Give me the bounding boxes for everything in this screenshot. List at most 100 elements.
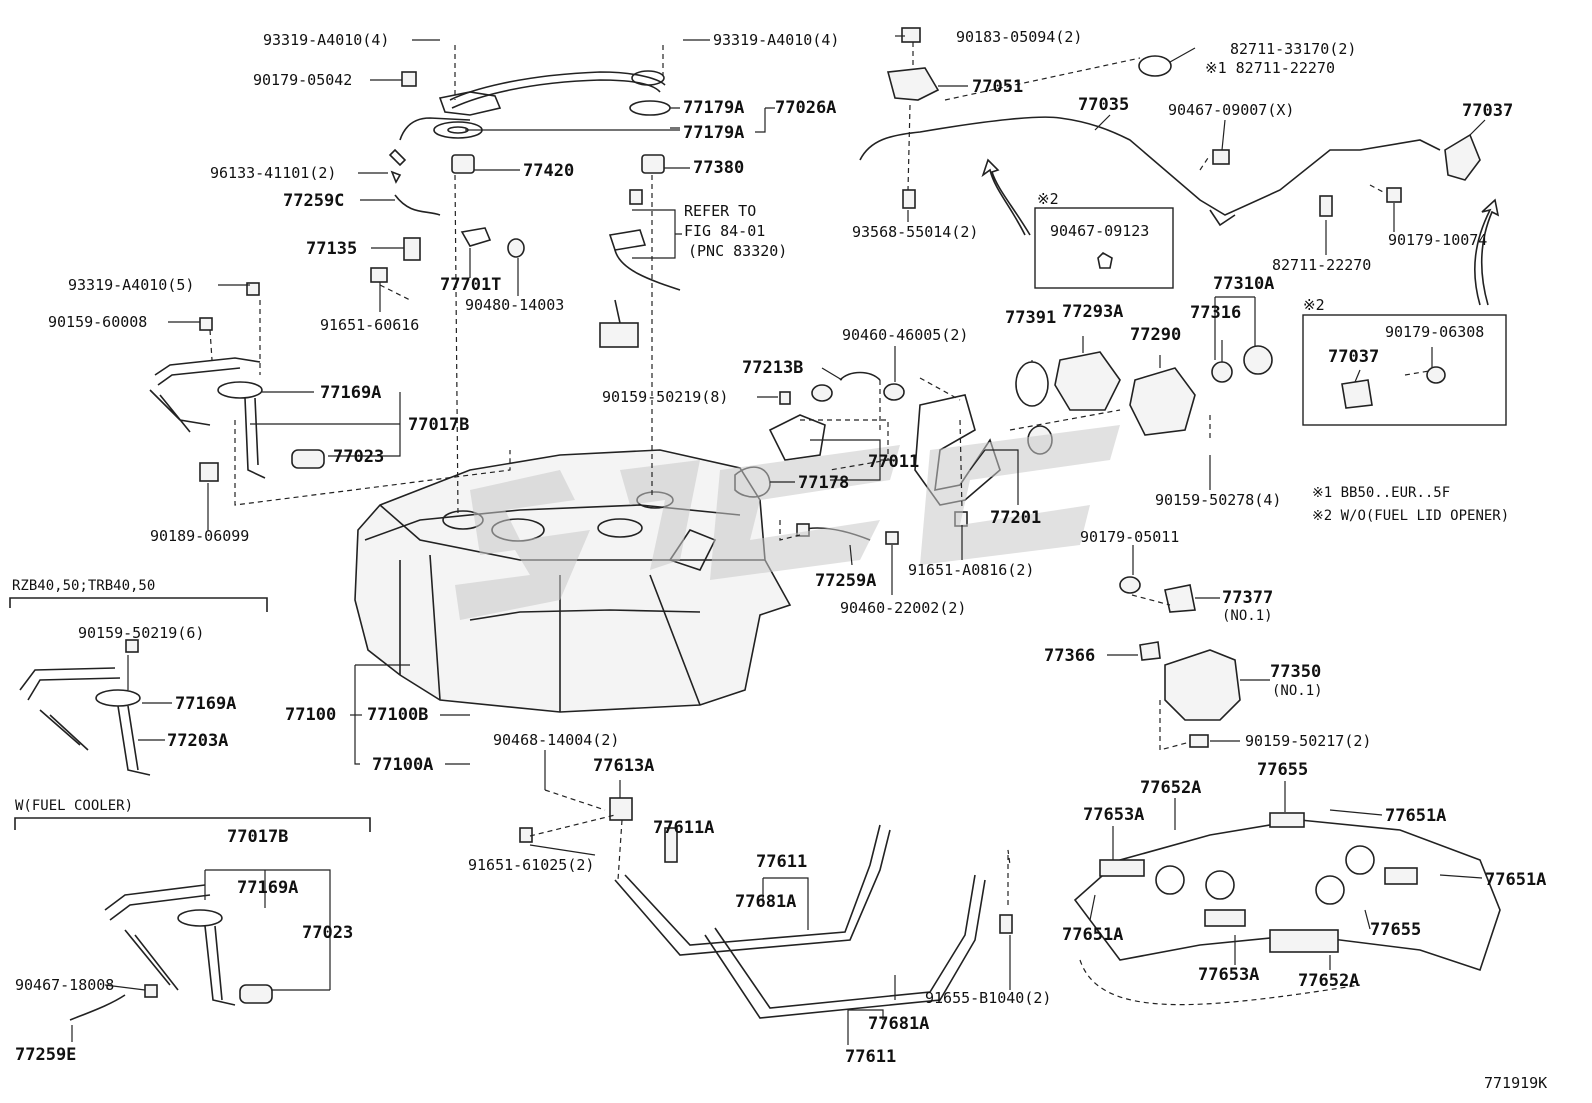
callout: 77651A — [1485, 870, 1546, 890]
callout: 90183-05094(2) — [956, 28, 1082, 46]
callout: 77310A — [1213, 274, 1274, 294]
refer-line: FIG 84-01 — [684, 222, 765, 240]
lid-lock-icon — [1341, 379, 1373, 409]
callout: 77100B — [367, 705, 428, 725]
callout: 77023 — [333, 447, 384, 467]
callout: 90189-06099 — [150, 527, 249, 545]
variant-mark: ※2 — [1037, 190, 1059, 208]
callout: 77169A — [320, 383, 381, 403]
callout: 90159-50219(8) — [602, 388, 728, 406]
callout: 77037 — [1462, 101, 1513, 121]
callout: 91651-60616 — [320, 316, 419, 334]
callout: 93319-A4010(4) — [263, 31, 389, 49]
dashed-guides — [209, 42, 1436, 905]
callout: 77179A — [683, 123, 744, 143]
lid-opener-parts — [1119, 576, 1241, 748]
callout: 77651A — [1385, 806, 1446, 826]
callout: 90460-22002(2) — [840, 599, 966, 617]
callout: 77169A — [237, 878, 298, 898]
refer-line: (PNC 83320) — [688, 242, 787, 260]
footnote: ※1 BB50..EUR..5F — [1312, 485, 1450, 501]
watermark-logo — [455, 425, 1120, 620]
callout: 77350 — [1270, 662, 1321, 682]
callout: 90159-50278(4) — [1155, 491, 1281, 509]
refer-note: REFER TO FIG 84-01 (PNC 83320) — [632, 202, 787, 260]
callout: 77701T — [440, 275, 501, 295]
callout: 77259E — [15, 1045, 76, 1065]
callout: 77380 — [693, 158, 744, 178]
callout: 77179A — [683, 98, 744, 118]
callout: 77681A — [735, 892, 796, 912]
callout: 77100 — [285, 705, 336, 725]
callout: 77655 — [1370, 920, 1421, 940]
left-fuel-lines — [149, 282, 325, 482]
callout: 77035 — [1078, 95, 1129, 115]
callout: 77203A — [167, 731, 228, 751]
callout: 77366 — [1044, 646, 1095, 666]
callout: 77213B — [742, 358, 803, 378]
callout: 82711-22270 — [1272, 256, 1371, 274]
callout: 77611A — [653, 818, 714, 838]
callout: 77653A — [1198, 965, 1259, 985]
callout: 90467-18008 — [15, 976, 114, 994]
callout: 90179-05042 — [253, 71, 352, 89]
callout: 77100A — [372, 755, 433, 775]
callout: 77420 — [523, 161, 574, 181]
callout: 77316 — [1190, 303, 1241, 323]
callout: 93568-55014(2) — [852, 223, 978, 241]
callout: 90467-09007(X) — [1168, 101, 1294, 119]
fuel-sender-wiring — [599, 189, 681, 348]
callout: 77135 — [306, 239, 357, 259]
fuel-lid-cable — [859, 27, 1500, 306]
variant-mark: ※2 — [1303, 296, 1325, 314]
callout: 90179-05011 — [1080, 528, 1179, 546]
callout: 77652A — [1298, 971, 1359, 991]
callout: 93319-A4010(5) — [68, 276, 194, 294]
variant-heading: W(FUEL COOLER) — [15, 798, 133, 814]
callout: 90159-50219(6) — [78, 624, 204, 642]
callout: 77017B — [227, 827, 288, 847]
callout: 77653A — [1083, 805, 1144, 825]
callout: 91651-A0816(2) — [908, 561, 1034, 579]
callout: 77290 — [1130, 325, 1181, 345]
callout: 90480-14003 — [465, 296, 564, 314]
callout: 90467-09123 — [1050, 222, 1149, 240]
callout: 77169A — [175, 694, 236, 714]
callout: 77023 — [302, 923, 353, 943]
top-left-hoses — [370, 70, 671, 283]
callout: 77017B — [408, 415, 469, 435]
callout: ※1 82711-22270 — [1205, 59, 1335, 77]
rzb-fuel-lines — [9, 597, 268, 776]
callout: 77259A — [815, 571, 876, 591]
callout: 77652A — [1140, 778, 1201, 798]
refer-line: REFER TO — [684, 202, 756, 220]
filler-neck-parts — [734, 345, 1273, 545]
callout: 77051 — [972, 77, 1023, 97]
callout: 77681A — [868, 1014, 929, 1034]
callout: 77037 — [1328, 347, 1379, 367]
leader-lines — [71, 35, 1486, 1045]
box-variant-90467 — [1034, 207, 1174, 289]
callout: 77655 — [1257, 760, 1308, 780]
cooler-fuel-lines — [14, 817, 371, 1021]
callout: 77259C — [283, 191, 344, 211]
tank-straps — [519, 797, 1013, 1019]
callout: 90159-60008 — [48, 313, 147, 331]
clip-icon — [1097, 252, 1113, 269]
callout: 77011 — [868, 452, 919, 472]
callout: 77377 — [1222, 588, 1273, 608]
diagram-id: 771919K — [1484, 1074, 1547, 1092]
callout: 77178 — [798, 473, 849, 493]
callout: 93319-A4010(4) — [713, 31, 839, 49]
callout: (NO.1) — [1222, 608, 1273, 624]
callout: 90460-46005(2) — [842, 326, 968, 344]
callout: 77611 — [756, 852, 807, 872]
variant-heading: RZB40,50;TRB40,50 — [12, 578, 155, 594]
box-variant-77037 — [1302, 314, 1507, 426]
callout: 82711-33170(2) — [1230, 40, 1356, 58]
callout: (NO.1) — [1272, 683, 1323, 699]
callout: 90179-06308 — [1385, 323, 1484, 341]
callout: 91655-B1040(2) — [925, 989, 1051, 1007]
